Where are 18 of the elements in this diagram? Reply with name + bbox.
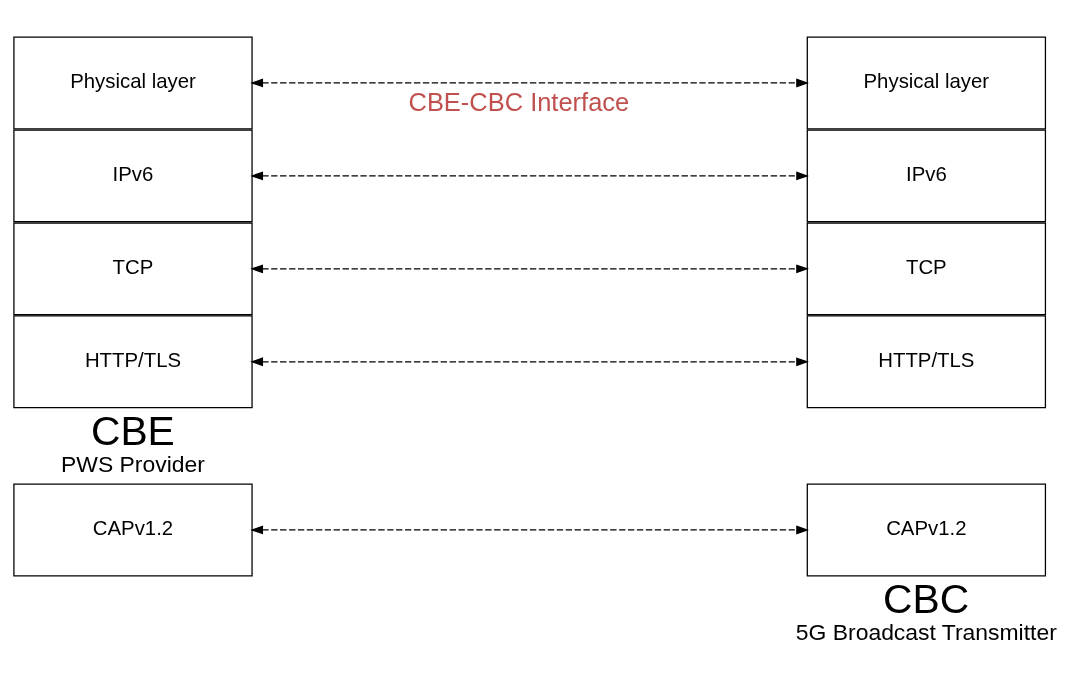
arrow (250, 170, 809, 180)
node-box: CAPv1.2 (13, 482, 253, 576)
arrow (250, 77, 809, 87)
node-text: CBC 5G Broadcast Transmitter (795, 575, 1057, 645)
node-box: IPv6 (13, 128, 253, 222)
arrow (250, 356, 809, 366)
node-box: Physical layer (13, 35, 253, 129)
node-box: HTTP/TLS (806, 314, 1047, 408)
label: CBE-CBC Interface (408, 87, 630, 116)
node-box: TCP (13, 221, 253, 315)
node-box: Physical layer (806, 35, 1047, 129)
node-box: TCP (806, 221, 1047, 315)
arrow (250, 524, 809, 534)
node-box: CAPv1.2 (806, 482, 1047, 576)
node-text: CBE PWS Provider (61, 407, 205, 477)
node-box: HTTP/TLS (13, 314, 253, 408)
node-box: IPv6 (806, 128, 1047, 222)
arrow (250, 263, 809, 273)
